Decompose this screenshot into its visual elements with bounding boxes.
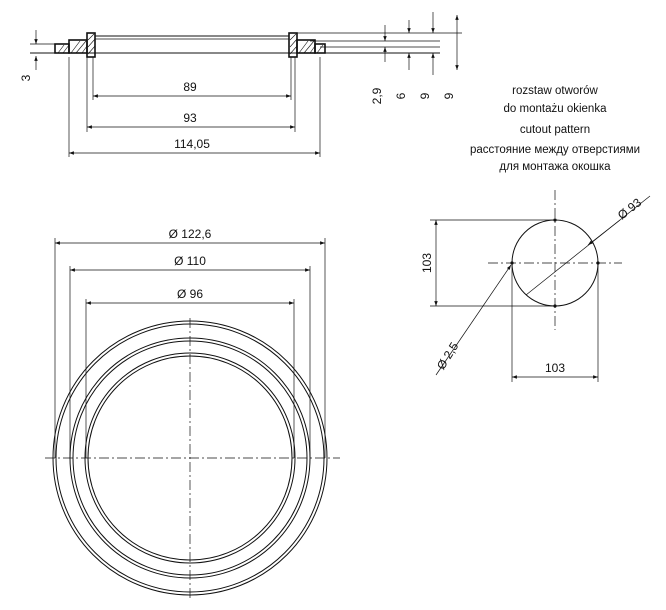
legend-line-3: cutout pattern (520, 124, 590, 136)
dim-9b-label: 9 (442, 92, 456, 99)
dim-v103-label: 103 (420, 253, 434, 273)
dim-11405-label: 114,05 (174, 137, 210, 151)
cutout-legend: rozstaw otworów do montażu okienka cutou… (470, 85, 640, 173)
cutout-pattern: Ø 93 103 103 Ø 2,5 (420, 190, 651, 382)
left-hatching (57, 33, 96, 55)
dim-h103-label: 103 (545, 361, 565, 375)
dim-29-label: 2,9 (370, 87, 384, 104)
dim-3-label: 3 (19, 74, 33, 81)
dim-93-label: 93 (183, 111, 197, 125)
dim-d25-label: Ø 2,5 (434, 339, 462, 372)
plan-view: Ø 122,6 Ø 110 Ø 96 (45, 227, 340, 600)
legend-line-4: расстояние между отверстиями (470, 144, 640, 156)
dim-d1226-label: Ø 122,6 (169, 227, 212, 241)
dim-6-label: 6 (394, 92, 408, 99)
right-flange (314, 43, 326, 54)
d25-leader (435, 264, 512, 376)
inner-lid (94, 35, 290, 54)
d93-arrow (587, 219, 621, 246)
dim-9a-label: 9 (418, 92, 432, 99)
dim-89-label: 89 (183, 80, 197, 94)
legend-line-2: do montażu okienka (504, 103, 608, 115)
legend-line-5: для монтажа окошка (499, 161, 611, 173)
legend-line-1: rozstaw otworów (512, 85, 598, 97)
dim-d96-label: Ø 96 (177, 287, 203, 301)
left-flange (54, 43, 70, 54)
dim-d93-label: Ø 93 (615, 195, 644, 222)
d93-leader (525, 195, 651, 296)
right-hatching (289, 33, 324, 55)
section-view: 89 93 114,05 3 2,9 6 9 9 (19, 12, 462, 157)
dim-d110-label: Ø 110 (174, 254, 206, 268)
